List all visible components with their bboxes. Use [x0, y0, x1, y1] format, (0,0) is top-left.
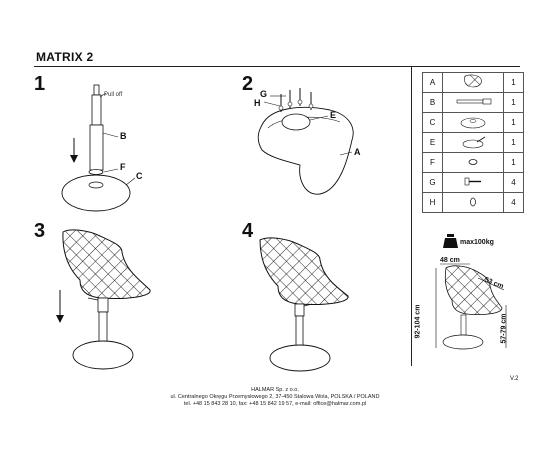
height-dimension: 92-104 cm — [414, 304, 422, 339]
label-a: A — [354, 147, 361, 157]
max-load-label: max100kg — [460, 239, 494, 246]
step-number-4: 4 — [242, 220, 254, 242]
part-letter: B — [422, 92, 443, 113]
washer-icon — [442, 192, 504, 213]
width-dimension: 48 cm — [440, 257, 460, 264]
footer-company: HALMAR Sp. z o.o. — [251, 387, 299, 393]
seat-height-dimension: 57-79 cm — [500, 313, 508, 344]
label-f: F — [120, 162, 126, 172]
label-c: C — [136, 171, 143, 181]
table-row: C 1 — [422, 112, 524, 133]
table-row: G 4 — [422, 172, 524, 193]
step-number-3: 3 — [34, 220, 46, 242]
part-letter: F — [422, 152, 443, 173]
part-letter: G — [422, 172, 443, 193]
column-divider — [411, 66, 412, 366]
screw-icon — [442, 172, 504, 193]
header-divider — [34, 66, 520, 67]
table-row: H 4 — [422, 192, 524, 213]
part-qty: 1 — [503, 72, 524, 93]
seat-icon — [442, 72, 504, 93]
table-row: E 1 — [422, 132, 524, 153]
ring-icon — [442, 152, 504, 173]
part-letter: E — [422, 132, 443, 153]
part-letter: H — [422, 192, 443, 213]
part-qty: 1 — [503, 132, 524, 153]
part-qty: 1 — [503, 92, 524, 113]
label-h: H — [254, 98, 261, 108]
part-letter: C — [422, 112, 443, 133]
footer-address: ul. Centralnego Okręgu Przemysłowego 2, … — [170, 394, 380, 400]
mechanism-icon — [442, 132, 504, 153]
table-row: B 1 — [422, 92, 524, 113]
label-e: E — [330, 110, 337, 120]
label-g: G — [260, 89, 268, 99]
part-qty: 1 — [503, 112, 524, 133]
step-number-2: 2 — [242, 73, 254, 95]
gas-lift-icon — [442, 92, 504, 113]
part-qty: 4 — [503, 172, 524, 193]
step-number-1: 1 — [34, 73, 46, 95]
pull-off-note: Pull off — [104, 92, 123, 98]
part-qty: 4 — [503, 192, 524, 213]
version-label: V.2 — [510, 376, 519, 382]
part-letter: A — [422, 72, 443, 93]
label-b: B — [120, 131, 127, 141]
depth-dimension: 53 cm — [483, 276, 505, 291]
footer-contact: tel. +48 15 843 28 10, fax: +48 15 842 1… — [183, 401, 367, 407]
product-title: MATRIX 2 — [36, 50, 94, 64]
part-qty: 1 — [503, 152, 524, 173]
table-row: A 1 — [422, 72, 524, 93]
base-plate-icon — [442, 112, 504, 133]
table-row: F 1 — [422, 152, 524, 173]
parts-table: A 1 B 1 C 1 E 1 F 1 G 4 — [422, 72, 524, 213]
